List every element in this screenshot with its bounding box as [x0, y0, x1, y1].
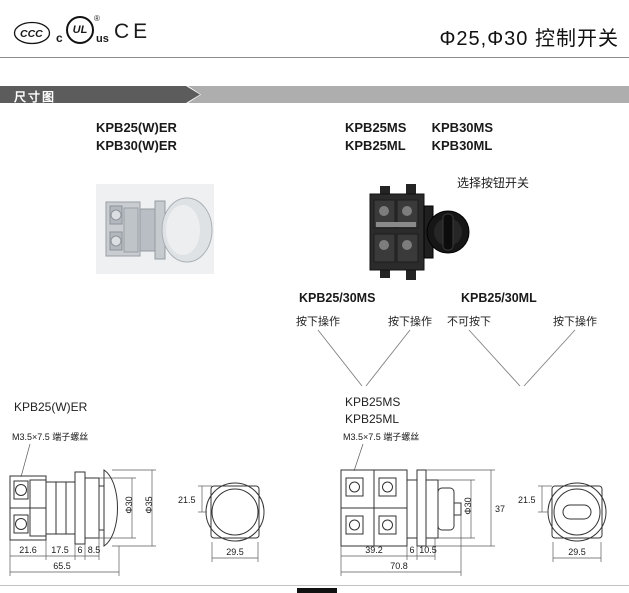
right-front-offset-dim: 21.5 [518, 495, 536, 505]
model-kpb30ms: KPB30MS [431, 120, 494, 135]
dimension-drawing-kpb25ms: M3.5×7.5 端子螺丝 Φ30 37 39.2 6 10.5 70.8 21… [340, 431, 607, 576]
right-seg3-dim: 10.5 [419, 545, 437, 555]
product-models-right: KPB25MS KPB30MS KPB25ML KPB30ML [345, 119, 493, 155]
model-kpb30ml: KPB30ML [431, 138, 493, 153]
section-label: 尺寸图 [14, 90, 57, 104]
ccc-certification-logo: CCC [13, 21, 51, 45]
model-row-ml: KPB25ML KPB30ML [345, 137, 493, 155]
left-front-width-dim: 29.5 [226, 547, 244, 557]
left-dia30-dim: Φ30 [124, 496, 134, 513]
model-kpb25ms: KPB25MS [345, 120, 407, 135]
pushbutton-body [139, 200, 166, 260]
selector-mounting-ears [380, 184, 416, 280]
ml-note-right: 按下操作 [553, 316, 597, 328]
drawing-right-label-ml: KPB25ML [345, 412, 400, 426]
right-side-view [340, 469, 462, 547]
left-front-view [205, 482, 265, 542]
left-seg1-dim: 21.6 [19, 545, 37, 555]
left-screw-note: M3.5×7.5 端子螺丝 [12, 431, 88, 442]
variant-connector-lines [317, 329, 576, 387]
ul-us-label: us [96, 33, 109, 45]
footer-print-mark [297, 588, 337, 593]
left-seg3-dim: 6 [77, 545, 82, 555]
left-seg2-dim: 17.5 [51, 545, 69, 555]
variant-ms-label: KPB25/30MS [299, 291, 376, 305]
header-divider [0, 57, 629, 58]
drawing-right-labels: KPB25MS KPB25ML [345, 394, 400, 428]
left-dimension-lines [9, 443, 259, 576]
connector-line-group [317, 329, 576, 387]
ul-c-label: c [56, 31, 63, 45]
product-models-left: KPB25(W)ER KPB30(W)ER [96, 119, 177, 155]
ccc-label: CCC [20, 28, 43, 40]
left-dia35-dim: Φ35 [144, 496, 154, 513]
left-total-dim: 65.5 [53, 561, 71, 571]
model-kpb25ml: KPB25ML [345, 138, 406, 153]
drawing-right-label-ms: KPB25MS [345, 395, 401, 409]
section-banner-light [188, 86, 629, 103]
model-row-ms: KPB25MS KPB30MS [345, 119, 493, 137]
photo-selector-switch [369, 184, 470, 280]
right-front-width-dim: 29.5 [568, 547, 586, 557]
selector-contact-blocks [369, 193, 425, 271]
ms-note-left: 按下操作 [296, 316, 340, 328]
section-banner-dark [0, 86, 200, 103]
footer-divider [0, 585, 629, 586]
right-front-view [547, 482, 607, 542]
left-front-offset-dim: 21.5 [178, 495, 196, 505]
right-seg2-dim: 6 [409, 545, 414, 555]
right-dimension-lines [340, 443, 602, 576]
ms-note-right: 按下操作 [388, 316, 432, 328]
right-height-dim: 37 [495, 504, 505, 514]
ccc-ellipse [13, 21, 51, 45]
ul-certification-logo: c UL ® us [56, 14, 110, 46]
drawing-left-label: KPB25(W)ER [14, 400, 88, 414]
photo-mushroom-pushbutton [96, 184, 214, 274]
left-side-view [9, 469, 118, 547]
pushbutton-mushroom-cap [161, 197, 213, 263]
selector-bezel-and-knob [423, 205, 470, 259]
model-kpb30wer: KPB30(W)ER [96, 138, 177, 153]
right-seg1-dim: 39.2 [365, 545, 383, 555]
right-total-dim: 70.8 [390, 561, 408, 571]
left-seg4-dim: 8.5 [88, 545, 101, 555]
selector-switch-caption: 选择按钮开关 [457, 176, 530, 190]
variant-ml-label: KPB25/30ML [461, 291, 537, 305]
page-title: Φ25,Φ30 控制开关 [439, 28, 619, 50]
ce-certification-logo: CE [114, 20, 152, 43]
right-screw-note: M3.5×7.5 端子螺丝 [343, 431, 419, 442]
right-dia30-dim: Φ30 [463, 497, 473, 514]
pushbutton-terminal-block [105, 201, 141, 257]
ml-note-left: 不可按下 [447, 316, 491, 328]
dimension-drawing-kpb25wer: M3.5×7.5 端子螺丝 Φ30 Φ35 21.6 17.5 6 8.5 65… [9, 431, 265, 576]
model-kpb25wer: KPB25(W)ER [96, 120, 177, 135]
ul-registered-icon: ® [94, 14, 100, 23]
ul-circle-label: UL [66, 16, 94, 44]
